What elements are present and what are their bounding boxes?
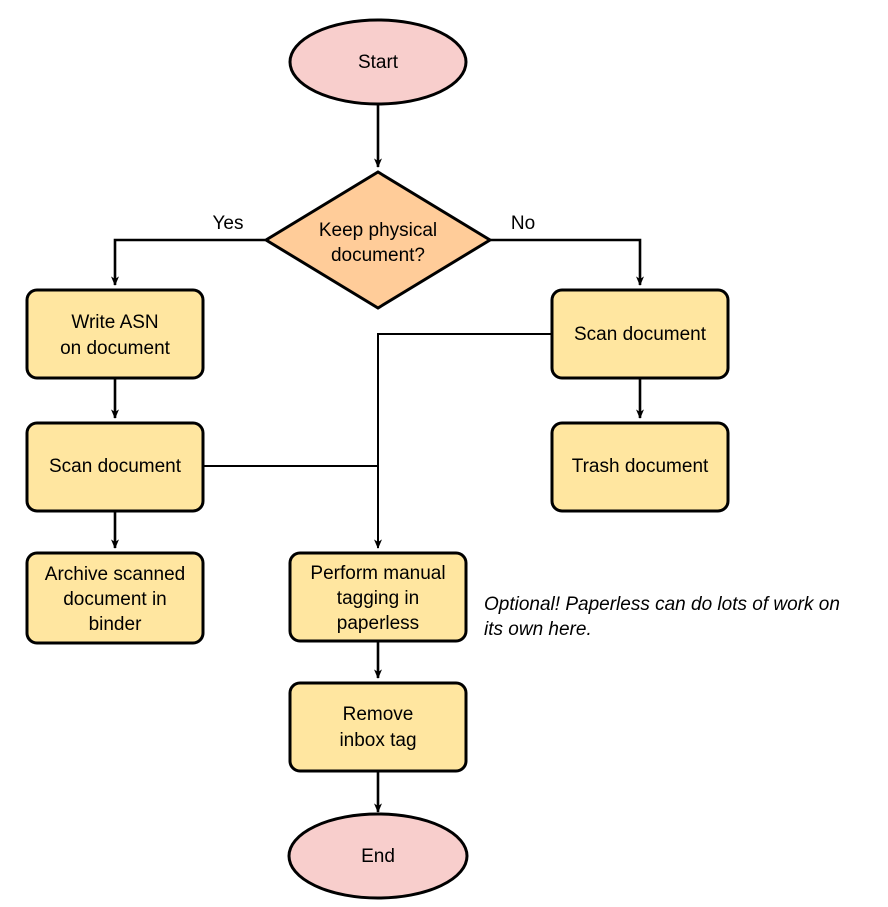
- end-ellipse: [287, 812, 469, 900]
- scan-left-label: Scan document: [49, 456, 182, 477]
- remove-inbox-rect: [288, 681, 468, 773]
- node-start[interactable]: Start: [288, 18, 468, 106]
- archive-label-line3: binder: [89, 614, 142, 635]
- node-scan-document-left[interactable]: Scan document: [25, 421, 205, 513]
- edge-decision-yes-to-write-asn: [111, 238, 265, 286]
- scan-right-rect: [550, 288, 730, 380]
- write-asn-label-line2: on document: [60, 338, 171, 359]
- edge-label-no: No: [511, 213, 535, 234]
- tagging-label-line2: tagging in: [337, 588, 419, 609]
- remove-inbox-label-line1: Remove: [343, 704, 414, 725]
- trash-rect: [550, 421, 730, 513]
- node-trash-document[interactable]: Trash document: [550, 421, 730, 513]
- scan-left-rect: [25, 421, 205, 513]
- archive-label-line1: Archive scanned: [45, 564, 185, 585]
- node-scan-document-right[interactable]: Scan document: [550, 288, 730, 380]
- write-asn-rect: [25, 288, 205, 380]
- node-remove-inbox-tag[interactable]: Remove inbox tag: [288, 681, 468, 773]
- start-ellipse: [288, 18, 468, 106]
- end-label: End: [361, 846, 395, 867]
- annotation-optional-paperless: Optional! Paperless can do lots of work …: [484, 594, 840, 640]
- archive-label-line2: document in: [63, 589, 167, 610]
- edge-decision-no-to-scan-right: [490, 238, 644, 286]
- start-label: Start: [358, 52, 399, 73]
- tagging-label-line1: Perform manual: [310, 563, 445, 584]
- node-write-asn-on-document[interactable]: Write ASN on document: [25, 288, 205, 380]
- node-decision-keep-physical-document[interactable]: Keep physical document?: [263, 170, 493, 310]
- archive-rect: [25, 551, 205, 645]
- remove-inbox-label-line2: inbox tag: [339, 730, 416, 751]
- annotation-line2: its own here.: [484, 619, 592, 640]
- node-perform-manual-tagging[interactable]: Perform manual tagging in paperless: [288, 551, 468, 643]
- edge-scan-right-to-tagging: [374, 333, 552, 549]
- node-end[interactable]: End: [287, 812, 469, 900]
- scan-right-label: Scan document: [574, 324, 707, 345]
- trash-label: Trash document: [572, 456, 709, 477]
- tagging-rect: [288, 551, 468, 643]
- annotation-line1: Optional! Paperless can do lots of work …: [484, 594, 840, 615]
- decision-label-line2: document?: [331, 245, 425, 266]
- decision-label-line1: Keep physical: [319, 220, 437, 241]
- tagging-label-line3: paperless: [337, 613, 419, 634]
- write-asn-label-line1: Write ASN: [71, 312, 158, 333]
- node-archive-scanned-document[interactable]: Archive scanned document in binder: [25, 551, 205, 645]
- decision-diamond: [263, 170, 493, 310]
- edge-label-yes: Yes: [213, 213, 244, 234]
